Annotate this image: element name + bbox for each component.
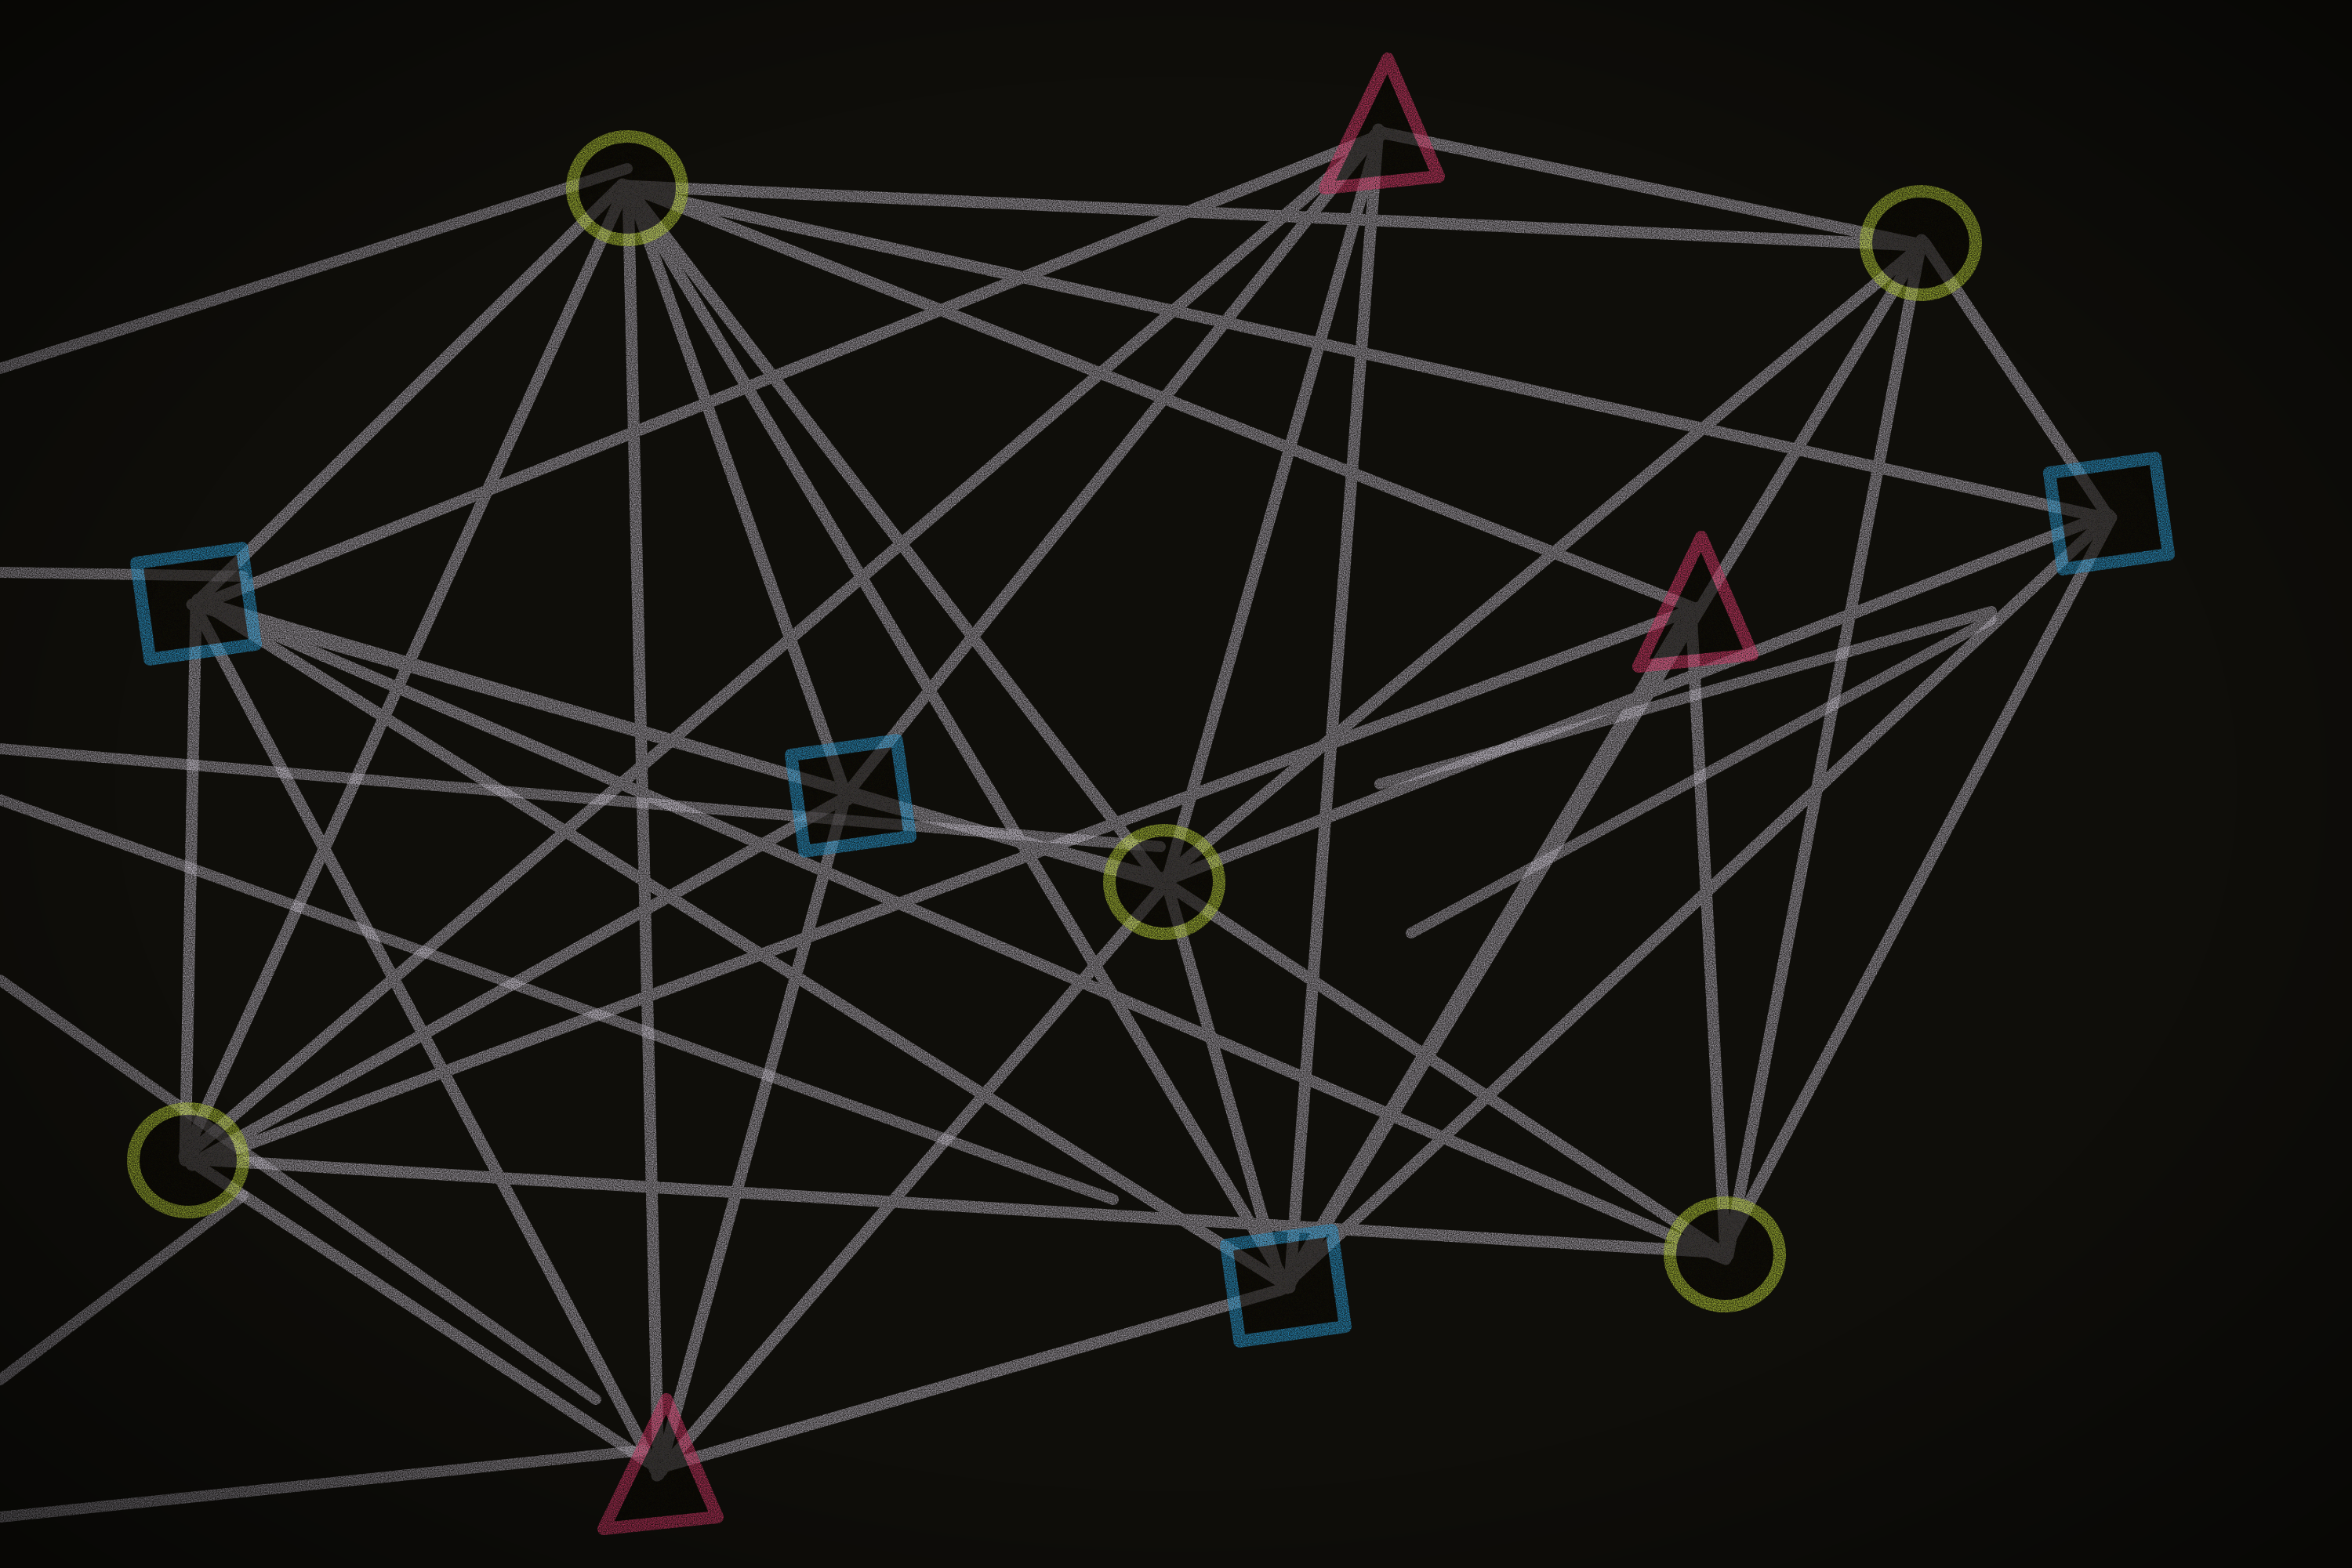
chalkboard-network-drawing [0,0,2352,1568]
vignette-overlay [0,0,2352,1568]
